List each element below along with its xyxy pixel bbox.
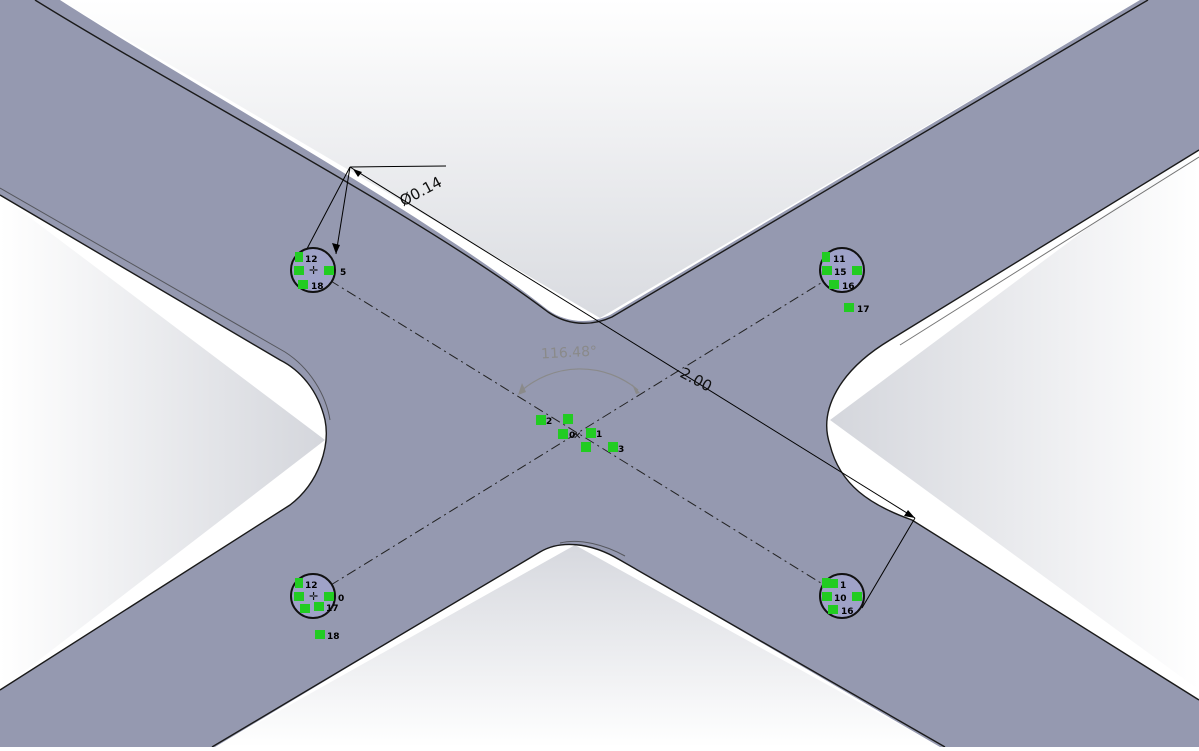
hole-bottom-left[interactable]: ✛ 12 0 17 18 bbox=[290, 573, 344, 642]
diameter-leader-left bbox=[299, 166, 351, 263]
equal-relation-icon[interactable] bbox=[314, 602, 324, 611]
relation-tag: 3 bbox=[618, 445, 624, 455]
hole-center-mark-icon: ✛ bbox=[309, 264, 318, 277]
vertical-relation-icon[interactable] bbox=[822, 578, 830, 588]
equal-relation-icon[interactable] bbox=[828, 605, 838, 614]
relation-tag: 18 bbox=[327, 632, 340, 642]
sketch-origin-icon: ✕ bbox=[573, 431, 581, 442]
coincident-relation-icon[interactable] bbox=[563, 414, 573, 424]
dimension-arrow-end-icon bbox=[904, 510, 915, 518]
edge-top bbox=[34, 0, 1149, 325]
coincident-relation-icon[interactable] bbox=[536, 415, 546, 425]
coincident-relation-icon[interactable] bbox=[294, 592, 304, 601]
dimension-line bbox=[349, 166, 916, 519]
relation-tag: 16 bbox=[841, 607, 854, 617]
relation-tag: 11 bbox=[833, 255, 846, 265]
center-relations[interactable]: 2 0 ✕ 1 3 bbox=[536, 414, 624, 455]
vertical-relation-icon[interactable] bbox=[295, 252, 303, 262]
relation-tag: 1 bbox=[840, 581, 846, 591]
coincident-relation-icon[interactable] bbox=[852, 266, 862, 275]
horizontal-relation-icon[interactable] bbox=[324, 266, 334, 275]
void-top bbox=[60, 0, 1140, 318]
diameter-leader bbox=[335, 166, 351, 255]
construction-lines bbox=[312, 269, 843, 597]
relation-tag: 12 bbox=[305, 255, 318, 265]
horizontal-relation-icon[interactable] bbox=[324, 592, 334, 601]
relation-tag: 5 bbox=[340, 268, 346, 278]
horizontal-relation-icon[interactable] bbox=[822, 266, 832, 275]
coincident-relation-icon[interactable] bbox=[300, 604, 310, 613]
edge-right bbox=[826, 149, 1199, 701]
relation-tag: 16 bbox=[842, 282, 855, 292]
construction-line-diagonal-1[interactable] bbox=[312, 269, 843, 597]
void-bottom bbox=[215, 545, 940, 747]
equal-relation-icon[interactable] bbox=[315, 630, 325, 639]
construction-line-diagonal-2[interactable] bbox=[312, 269, 843, 597]
hole-bottom-right[interactable]: 1 10 16 bbox=[819, 573, 865, 619]
coincident-relation-icon[interactable] bbox=[558, 429, 568, 439]
relation-tag: 1 bbox=[596, 430, 602, 440]
relation-tag: 17 bbox=[326, 604, 339, 614]
coincident-relation-icon[interactable] bbox=[294, 266, 304, 275]
diameter-extension-line bbox=[349, 165, 447, 168]
dimension-extension-line bbox=[861, 517, 916, 609]
diameter-arrow-icon bbox=[332, 243, 340, 254]
vertical-relation-icon[interactable] bbox=[295, 578, 303, 588]
coincident-relation-icon[interactable] bbox=[586, 428, 596, 438]
edge-bottom bbox=[211, 543, 946, 748]
equal-relation-icon[interactable] bbox=[844, 303, 854, 312]
edge-thickness-right bbox=[899, 156, 1199, 346]
relation-tag: 18 bbox=[311, 282, 324, 292]
angle-arrow-right-icon bbox=[632, 384, 640, 394]
relation-tag: 2 bbox=[546, 417, 552, 427]
hole-top-left[interactable]: ✛ 12 5 18 bbox=[290, 247, 346, 293]
angle-arc bbox=[519, 368, 639, 393]
angle-dimension-label[interactable]: 116.48° bbox=[541, 344, 598, 363]
equal-relation-icon[interactable] bbox=[298, 280, 308, 289]
hole-top-right[interactable]: 11 15 16 17 bbox=[819, 247, 870, 315]
coincident-relation-icon[interactable] bbox=[830, 579, 838, 588]
hole-center-mark-icon: ✛ bbox=[309, 590, 318, 603]
relation-tag: 12 bbox=[305, 581, 318, 591]
horizontal-relation-icon[interactable] bbox=[822, 592, 832, 601]
edge-thickness-left bbox=[0, 187, 331, 421]
relation-tag: 17 bbox=[857, 305, 870, 315]
part-thickness-edges bbox=[0, 156, 1199, 557]
coincident-relation-icon[interactable] bbox=[829, 280, 839, 289]
dimension-arrow-start-icon bbox=[353, 169, 362, 177]
relation-tag: 15 bbox=[834, 268, 847, 278]
coincident-relation-icon[interactable] bbox=[852, 592, 862, 601]
edge-thickness-bottom bbox=[559, 540, 626, 557]
vertical-relation-icon[interactable] bbox=[822, 252, 830, 262]
coincident-relation-icon[interactable] bbox=[581, 442, 591, 452]
relation-tag: 10 bbox=[834, 594, 847, 604]
coincident-relation-icon[interactable] bbox=[608, 442, 618, 452]
angle-arrow-left-icon bbox=[518, 383, 526, 395]
linear-dimension[interactable]: 2.00 bbox=[349, 166, 916, 609]
relation-tag: 0 bbox=[338, 594, 344, 604]
relation-tag: 0 bbox=[569, 431, 575, 441]
void-right bbox=[830, 145, 1199, 690]
edge-left bbox=[0, 194, 327, 691]
angle-dimension[interactable]: 116.48° bbox=[518, 344, 640, 395]
void-left bbox=[0, 195, 325, 690]
